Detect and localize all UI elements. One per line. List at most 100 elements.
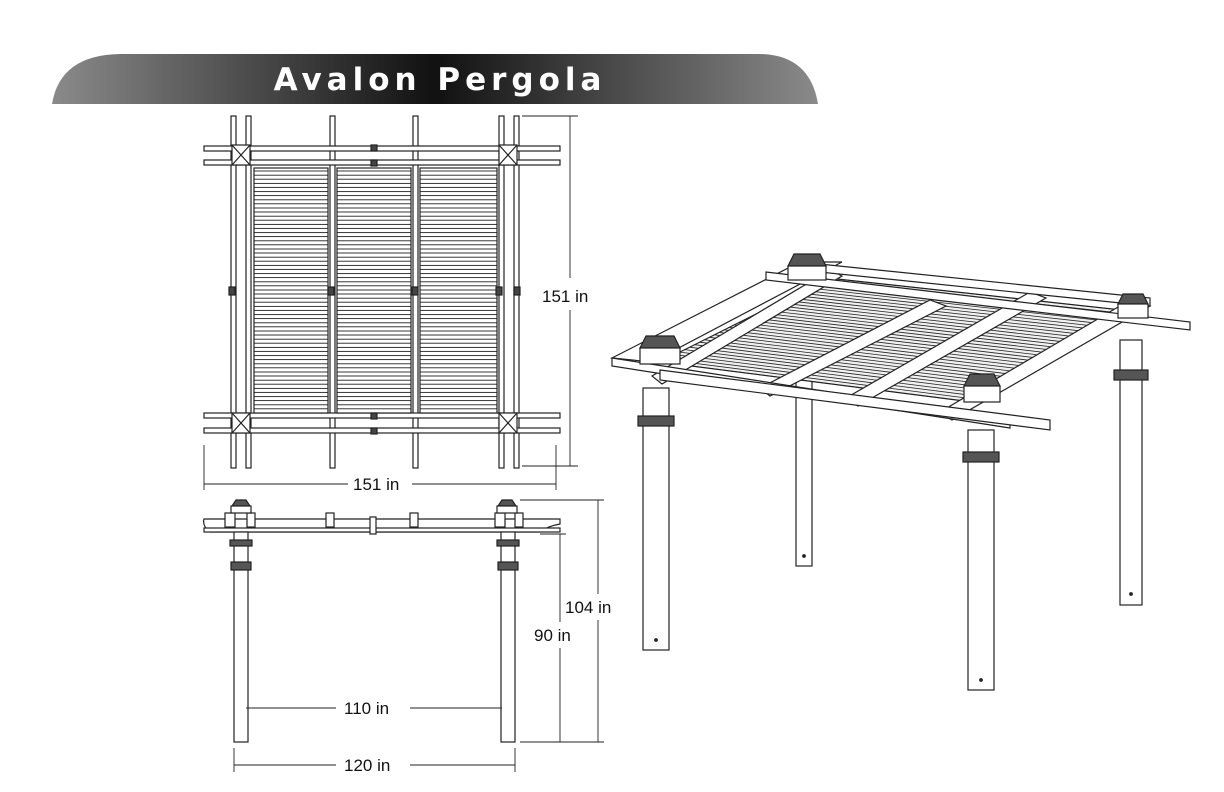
slat <box>336 219 412 225</box>
perspective-slat <box>827 277 1141 313</box>
perspective-slat <box>689 346 1002 387</box>
slat <box>419 367 498 373</box>
slat <box>336 391 412 398</box>
perspective-slat <box>664 359 977 400</box>
slat <box>253 268 329 275</box>
front-overall-height-label: 104 in <box>565 598 611 617</box>
slat <box>419 318 498 324</box>
slat <box>336 334 412 340</box>
slat <box>336 301 412 307</box>
slat <box>336 211 412 217</box>
slat <box>419 178 498 184</box>
slat <box>336 293 412 299</box>
slat <box>336 236 412 242</box>
perspective-slat <box>699 341 1012 382</box>
slat <box>336 195 412 201</box>
slat <box>253 350 329 357</box>
slat <box>419 293 498 299</box>
slat <box>419 252 498 258</box>
slat <box>419 408 498 414</box>
perspective-slat <box>679 351 992 392</box>
slat <box>336 170 412 176</box>
slat <box>253 293 329 299</box>
perspective-slat <box>808 287 1121 323</box>
slat <box>419 375 498 381</box>
slat <box>336 342 412 348</box>
slat <box>419 236 498 242</box>
slat <box>253 285 329 291</box>
perspective-slat <box>763 309 1076 347</box>
slat <box>419 170 498 176</box>
slat <box>336 400 412 406</box>
slat <box>419 277 498 283</box>
slat <box>419 359 498 365</box>
slat <box>336 350 412 357</box>
slat <box>253 391 329 398</box>
slat <box>336 178 412 184</box>
slat <box>419 195 498 201</box>
slat <box>336 383 412 389</box>
perspective-slat <box>783 299 1096 337</box>
slat <box>253 318 329 324</box>
perspective-slat <box>659 361 973 403</box>
slat <box>253 359 329 365</box>
slat <box>336 408 412 414</box>
slat <box>419 186 498 193</box>
perspective-slat <box>734 324 1047 363</box>
perspective-slat <box>788 297 1101 334</box>
slat <box>336 285 412 291</box>
slat <box>336 367 412 373</box>
slat <box>253 195 329 201</box>
slat <box>336 252 412 258</box>
slat <box>253 203 329 209</box>
slat <box>253 211 329 217</box>
perspective-slat <box>768 307 1081 345</box>
slat <box>253 244 329 250</box>
perspective-slat <box>669 356 982 398</box>
slat <box>419 260 498 266</box>
slat <box>253 301 329 307</box>
slat <box>336 203 412 209</box>
front-post-height-label: 90 in <box>534 626 571 645</box>
slat <box>419 227 498 234</box>
slat <box>336 268 412 275</box>
perspective-slat <box>798 292 1111 329</box>
front-dimensions <box>233 499 604 772</box>
slat <box>253 219 329 225</box>
perspective-slat <box>753 314 1066 353</box>
slat <box>336 277 412 283</box>
front-inner-span-label: 110 in <box>344 699 389 718</box>
perspective-view <box>609 253 1191 691</box>
perspective-slat <box>743 319 1057 358</box>
slat <box>336 359 412 365</box>
slat <box>253 277 329 283</box>
slat <box>419 244 498 250</box>
top-dimensions <box>203 115 578 490</box>
slat <box>253 375 329 381</box>
slat <box>253 383 329 389</box>
perspective-slat <box>773 304 1086 342</box>
perspective-slat <box>694 344 1007 384</box>
perspective-slat <box>803 290 1116 326</box>
perspective-slat <box>758 312 1071 350</box>
slat <box>419 211 498 217</box>
slat <box>253 367 329 373</box>
page-title: Avalon Pergola <box>273 62 607 98</box>
perspective-slat <box>748 317 1061 355</box>
slat <box>253 178 329 184</box>
perspective-slat <box>729 327 1042 366</box>
slat <box>253 334 329 340</box>
slat <box>419 309 498 316</box>
top-view <box>203 115 561 469</box>
slat <box>336 244 412 250</box>
slat <box>419 301 498 307</box>
slat <box>253 186 329 193</box>
perspective-slat <box>719 332 1032 371</box>
perspective-slat <box>778 302 1091 339</box>
slat <box>253 342 329 348</box>
slat <box>419 383 498 389</box>
perspective-slat <box>793 294 1106 331</box>
slat <box>253 400 329 406</box>
slat <box>419 326 498 332</box>
